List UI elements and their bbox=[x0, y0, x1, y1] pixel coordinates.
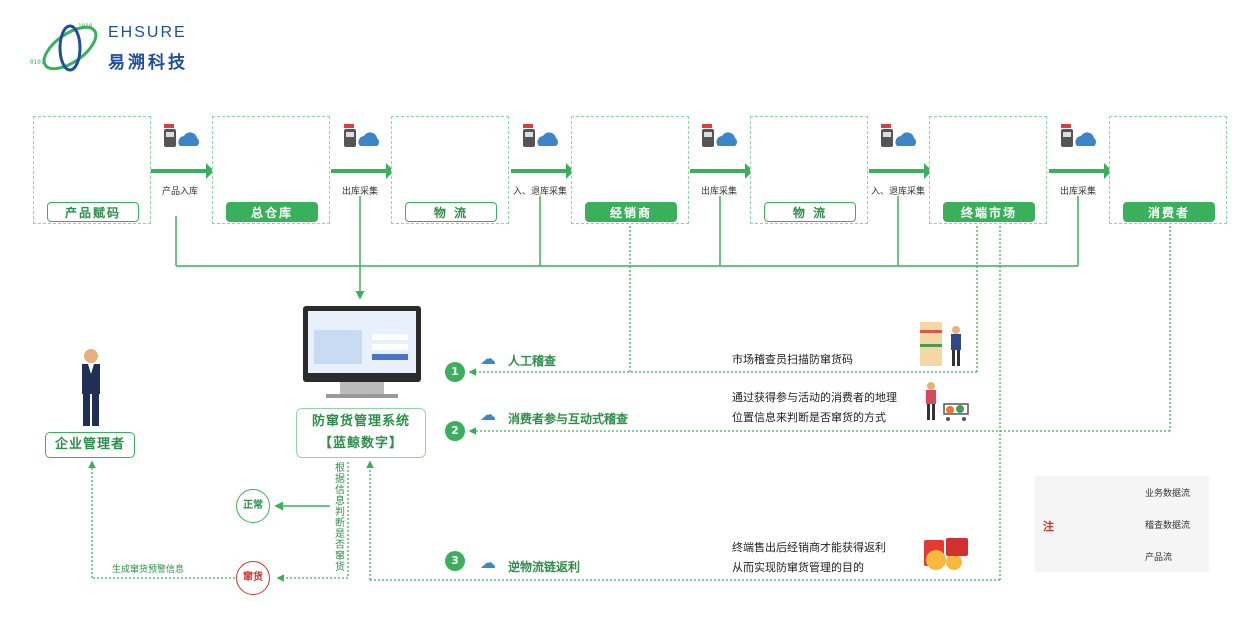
warning-label: 生成窜货预警信息 bbox=[112, 565, 185, 575]
process-label: 人工稽查 bbox=[508, 354, 557, 368]
rebate-redpacket-icon bbox=[924, 538, 968, 570]
process-label: 消费者参与互动式稽查 bbox=[508, 412, 629, 426]
process-desc: 从而实现防窜货管理的目的 bbox=[732, 561, 864, 574]
legend-item: 稽查数据流 bbox=[1145, 521, 1191, 531]
process-desc: 终端售出后经销商才能获得返利 bbox=[732, 541, 886, 554]
judge-text: 根据信息判断是否窜货 bbox=[335, 463, 345, 573]
stage-distributor: 经销商 bbox=[571, 116, 689, 224]
inspector-shelf-icon bbox=[920, 322, 961, 366]
legend: 注 业务数据流 稽查数据流 产品流 bbox=[1035, 476, 1209, 572]
stage-logistics-1: 物 流 bbox=[391, 116, 509, 224]
shopper-cart-icon bbox=[926, 382, 969, 421]
process-label: 逆物流链返利 bbox=[508, 560, 581, 574]
stage-retail-market: 终端市场 bbox=[929, 116, 1047, 224]
stage-label: 终端市场 bbox=[943, 202, 1035, 222]
scan-label: 出库采集 bbox=[1059, 187, 1096, 197]
logo-name-cn: 易溯科技 bbox=[108, 53, 188, 73]
svg-text:0101: 0101 bbox=[30, 59, 45, 66]
fleeing-status-badge: 窜货 bbox=[236, 561, 270, 595]
scanner-icons bbox=[164, 124, 1096, 147]
anti-fleeing-system-box: 防窜货管理系统 【蓝鲸数字】 bbox=[296, 408, 426, 458]
stage-consumer: 消费者 bbox=[1109, 116, 1227, 224]
process-number: 2 bbox=[445, 421, 465, 441]
scan-label: 入、退库采集 bbox=[512, 187, 567, 197]
manager-person-icon bbox=[82, 349, 100, 426]
system-name: 防窜货管理系统 bbox=[311, 414, 410, 429]
stage-logistics-2: 物 流 bbox=[750, 116, 868, 224]
legend-title: 注 bbox=[1043, 520, 1054, 533]
stage-label: 总仓库 bbox=[226, 202, 318, 222]
stage-label: 物 流 bbox=[405, 202, 497, 222]
system-subtitle: 【蓝鲸数字】 bbox=[318, 436, 403, 451]
stage-label: 经销商 bbox=[585, 202, 677, 222]
normal-status-badge: 正常 bbox=[236, 489, 270, 523]
business-data-bus bbox=[175, 196, 1079, 300]
svg-text:1010: 1010 bbox=[78, 23, 93, 30]
legend-item: 产品流 bbox=[1145, 553, 1173, 563]
process-desc: 位置信息来判断是否窜货的方式 bbox=[732, 411, 886, 424]
cloud-upload-icon: ☁ bbox=[480, 349, 496, 368]
scan-label: 出库采集 bbox=[700, 187, 737, 197]
process-desc: 通过获得参与活动的消费者的地理 bbox=[732, 391, 897, 404]
stage-main-warehouse: 总仓库 bbox=[212, 116, 330, 224]
product-flow-arrows bbox=[151, 163, 1112, 179]
stage-label: 物 流 bbox=[764, 202, 856, 222]
process-number: 3 bbox=[445, 551, 465, 571]
cloud-upload-icon: ☁ bbox=[480, 553, 496, 572]
logo-name-en: EHSURE bbox=[108, 24, 187, 41]
stage-label: 消费者 bbox=[1123, 202, 1215, 222]
scan-label: 入、退库采集 bbox=[870, 187, 925, 197]
monitor-icon bbox=[303, 306, 421, 398]
logo-mark-icon: 0101 1010 bbox=[30, 23, 98, 72]
process-desc: 市场稽查员扫描防窜货码 bbox=[732, 353, 853, 366]
scan-label: 出库采集 bbox=[341, 187, 378, 197]
scan-label: 产品入库 bbox=[161, 187, 198, 197]
process-number: 1 bbox=[445, 362, 465, 382]
inspection-data-flows bbox=[88, 226, 1171, 582]
stage-product-coding: 产品赋码 bbox=[33, 116, 151, 224]
cloud-upload-icon: ☁ bbox=[480, 405, 496, 424]
legend-item: 业务数据流 bbox=[1145, 489, 1191, 499]
stage-label: 产品赋码 bbox=[47, 202, 139, 222]
enterprise-manager-box: 企业管理者 bbox=[45, 432, 135, 458]
